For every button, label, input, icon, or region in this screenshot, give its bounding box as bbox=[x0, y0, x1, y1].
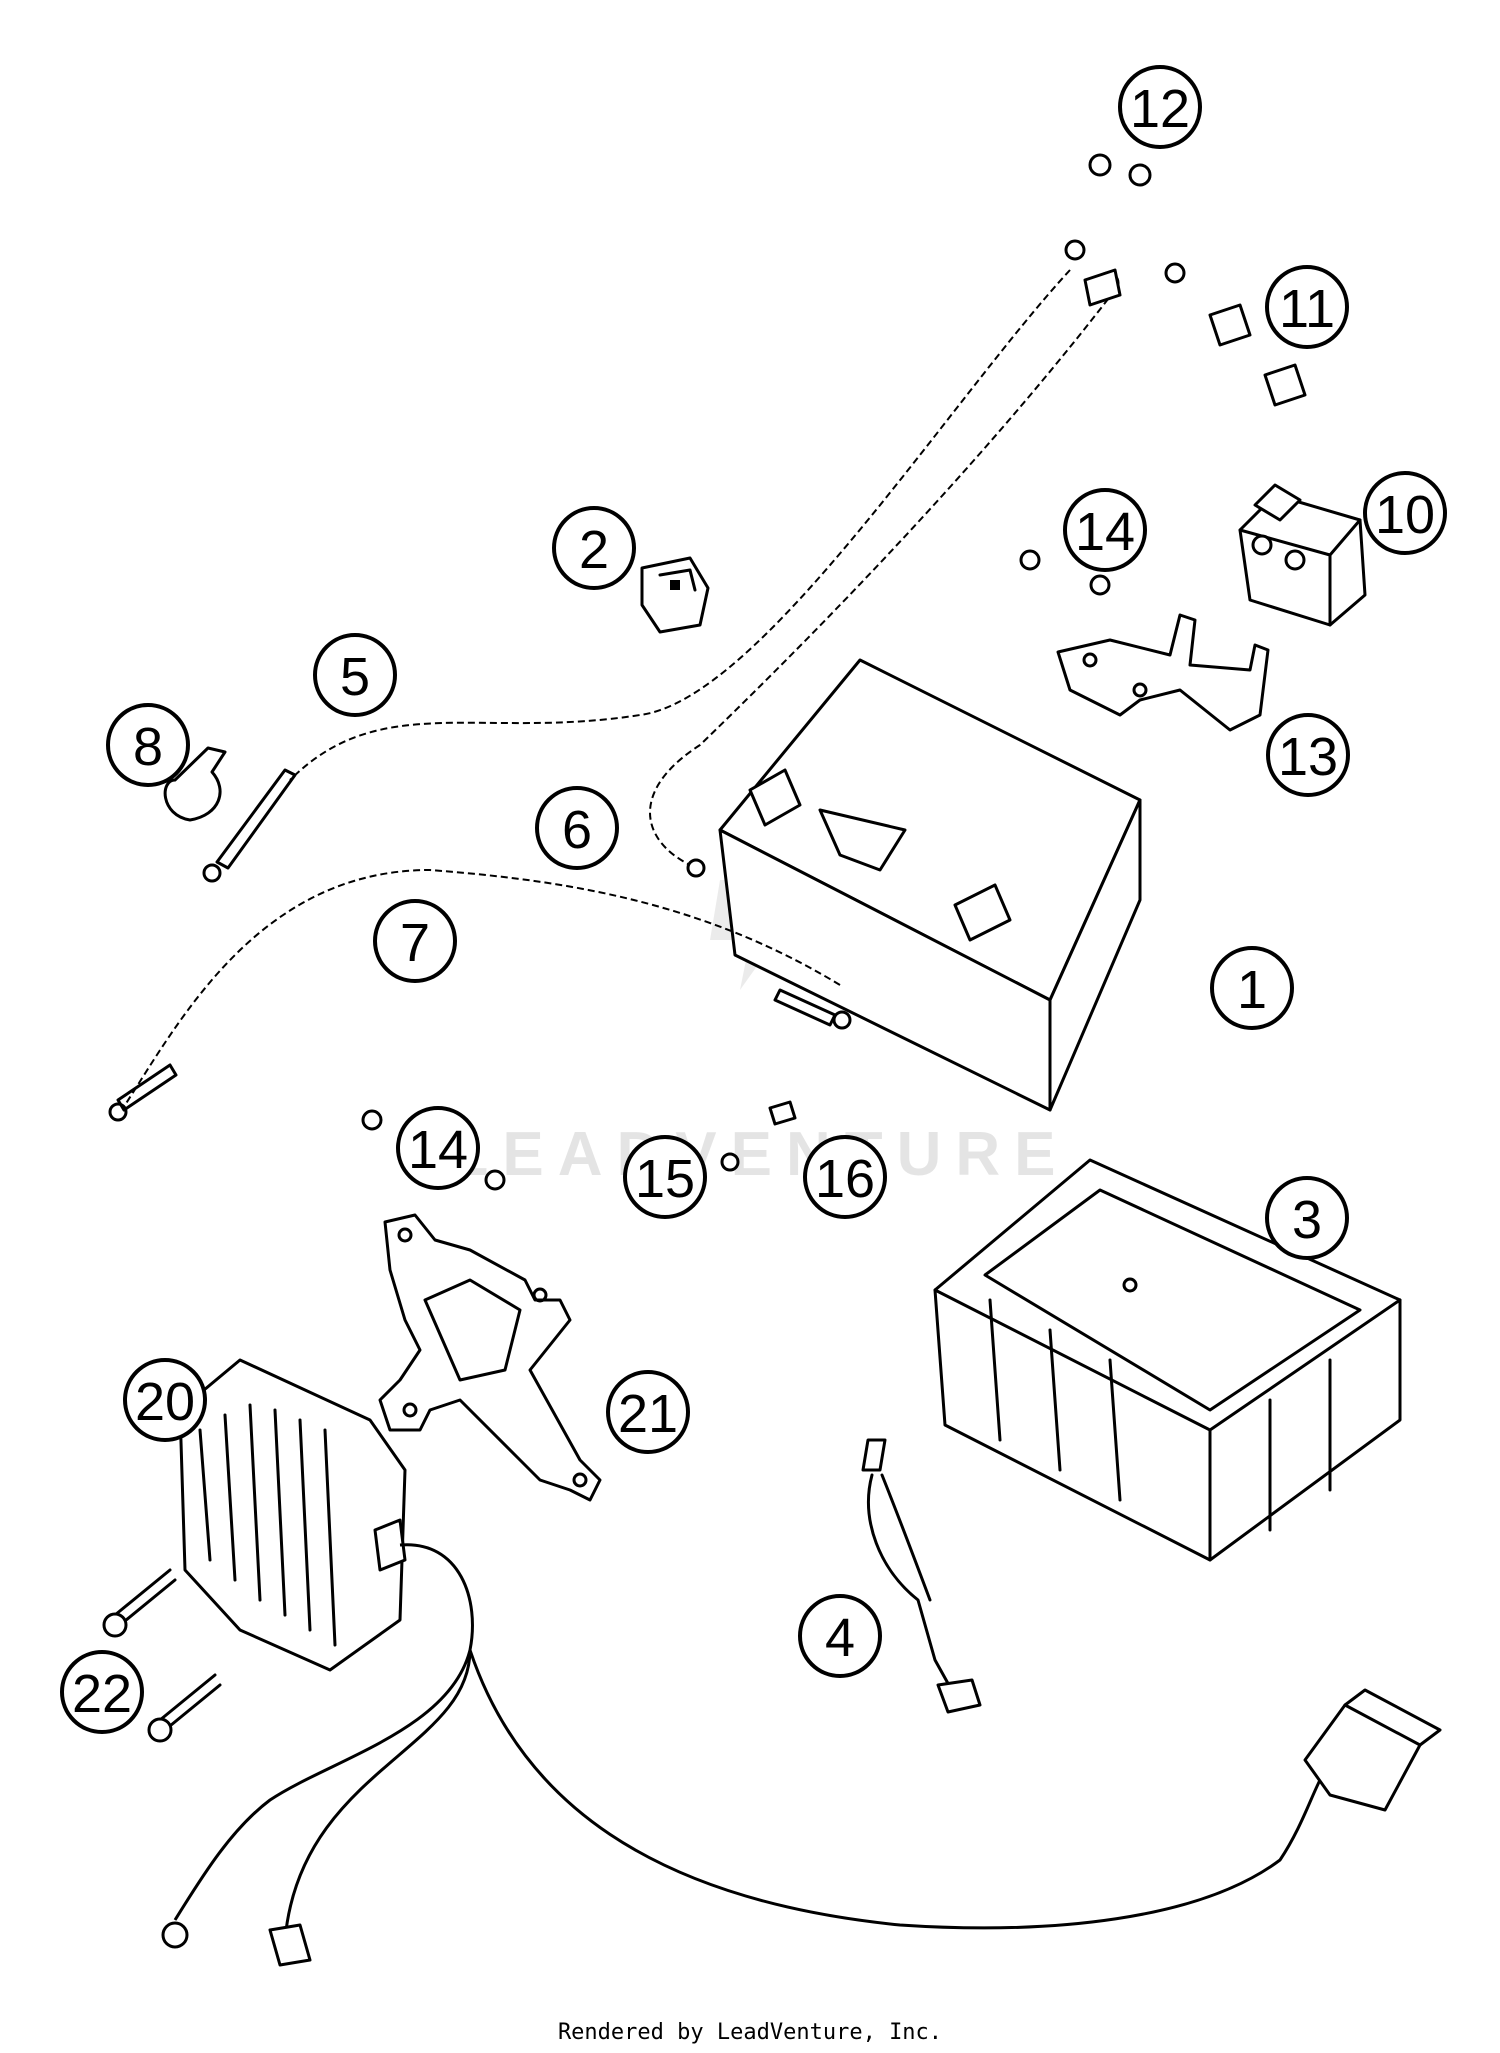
callout-3[interactable]: 3 bbox=[1265, 1176, 1349, 1260]
callout-circle bbox=[1210, 946, 1294, 1030]
cable-5[interactable] bbox=[202, 269, 1071, 883]
terminal-cap[interactable] bbox=[163, 746, 227, 822]
callout-14[interactable]: 14 bbox=[396, 1106, 480, 1190]
relay-bracket[interactable] bbox=[1056, 613, 1270, 732]
cable-7[interactable] bbox=[108, 868, 852, 1122]
callout-circle bbox=[623, 1135, 707, 1219]
callout-circle bbox=[606, 1370, 690, 1454]
callout-20[interactable]: 20 bbox=[123, 1358, 207, 1442]
screws-14-middle[interactable] bbox=[361, 1109, 506, 1191]
callout-label: 2 bbox=[579, 520, 609, 580]
callout-circle bbox=[106, 703, 190, 787]
callout-circle bbox=[123, 1358, 207, 1442]
cable-6[interactable] bbox=[649, 289, 1116, 878]
callout-16[interactable]: 16 bbox=[803, 1135, 887, 1219]
callout-circle bbox=[1266, 713, 1350, 797]
callout-2[interactable]: 2 bbox=[552, 506, 636, 590]
cable-terminals bbox=[1064, 239, 1186, 307]
callout-label: 14 bbox=[408, 1120, 468, 1180]
callout-label: 14 bbox=[1075, 502, 1135, 562]
callout-6[interactable]: 6 bbox=[535, 786, 619, 870]
callout-circle bbox=[60, 1650, 144, 1734]
callout-label: 13 bbox=[1278, 727, 1338, 787]
callout-label: 20 bbox=[135, 1372, 195, 1432]
battery-strap[interactable] bbox=[861, 1438, 982, 1714]
callout-21[interactable]: 21 bbox=[606, 1370, 690, 1454]
callout-circle bbox=[313, 633, 397, 717]
fuses[interactable] bbox=[1208, 303, 1307, 407]
callout-11[interactable]: 11 bbox=[1265, 265, 1349, 349]
callout-circle bbox=[803, 1135, 887, 1219]
starter-relay[interactable] bbox=[1238, 483, 1367, 627]
callout-label: 16 bbox=[815, 1149, 875, 1209]
battery-tray[interactable] bbox=[933, 1158, 1402, 1562]
callout-circle bbox=[535, 786, 619, 870]
bolts-22[interactable] bbox=[102, 1568, 222, 1743]
callout-15[interactable]: 15 bbox=[623, 1135, 707, 1219]
callout-5[interactable]: 5 bbox=[313, 633, 397, 717]
callout-label: 10 bbox=[1375, 485, 1435, 545]
callout-circle bbox=[1063, 488, 1147, 572]
screws-12[interactable] bbox=[1088, 153, 1152, 187]
callout-4[interactable]: 4 bbox=[798, 1594, 882, 1678]
callout-label: 1 bbox=[1237, 960, 1267, 1020]
callout-label: 12 bbox=[1130, 79, 1190, 139]
callout-22[interactable]: 22 bbox=[60, 1650, 144, 1734]
callout-14[interactable]: 14 bbox=[1063, 488, 1147, 572]
callout-label: 7 bbox=[400, 913, 430, 973]
callout-1[interactable]: 1 bbox=[1210, 946, 1294, 1030]
callout-label: 8 bbox=[133, 717, 163, 777]
callout-label: 15 bbox=[635, 1149, 695, 1209]
callout-label: 3 bbox=[1292, 1190, 1322, 1250]
callout-circle bbox=[552, 506, 636, 590]
screws-14-top[interactable] bbox=[1019, 549, 1111, 596]
callout-label: 5 bbox=[340, 647, 370, 707]
callout-circle bbox=[1363, 471, 1447, 555]
footer-credit: Rendered by LeadVenture, Inc. bbox=[557, 2020, 943, 2045]
callout-circle bbox=[1265, 265, 1349, 349]
callout-label: 11 bbox=[1279, 279, 1335, 339]
callout-10[interactable]: 10 bbox=[1363, 471, 1447, 555]
wiring-harness[interactable] bbox=[161, 1543, 1442, 1967]
callout-circle bbox=[798, 1594, 882, 1678]
callout-label: 21 bbox=[618, 1384, 678, 1444]
callout-8[interactable]: 8 bbox=[106, 703, 190, 787]
callout-label: 4 bbox=[825, 1608, 855, 1668]
callout-circle bbox=[1265, 1176, 1349, 1260]
voltage-regulator[interactable] bbox=[178, 1358, 407, 1672]
connector[interactable] bbox=[640, 556, 710, 634]
battery[interactable] bbox=[718, 658, 1142, 1112]
callout-label: 6 bbox=[562, 800, 592, 860]
callout-7[interactable]: 7 bbox=[373, 899, 457, 983]
screw-16[interactable] bbox=[768, 1100, 797, 1126]
callout-13[interactable]: 13 bbox=[1266, 713, 1350, 797]
callout-circle bbox=[1118, 65, 1202, 149]
nut-15[interactable] bbox=[720, 1152, 740, 1172]
callout-12[interactable]: 12 bbox=[1118, 65, 1202, 149]
watermark-text: LEADVENTURE bbox=[450, 1120, 1069, 1189]
regulator-bracket[interactable] bbox=[378, 1213, 602, 1502]
callout-circle bbox=[396, 1106, 480, 1190]
callout-circle bbox=[373, 899, 457, 983]
callout-label: 22 bbox=[72, 1664, 132, 1724]
